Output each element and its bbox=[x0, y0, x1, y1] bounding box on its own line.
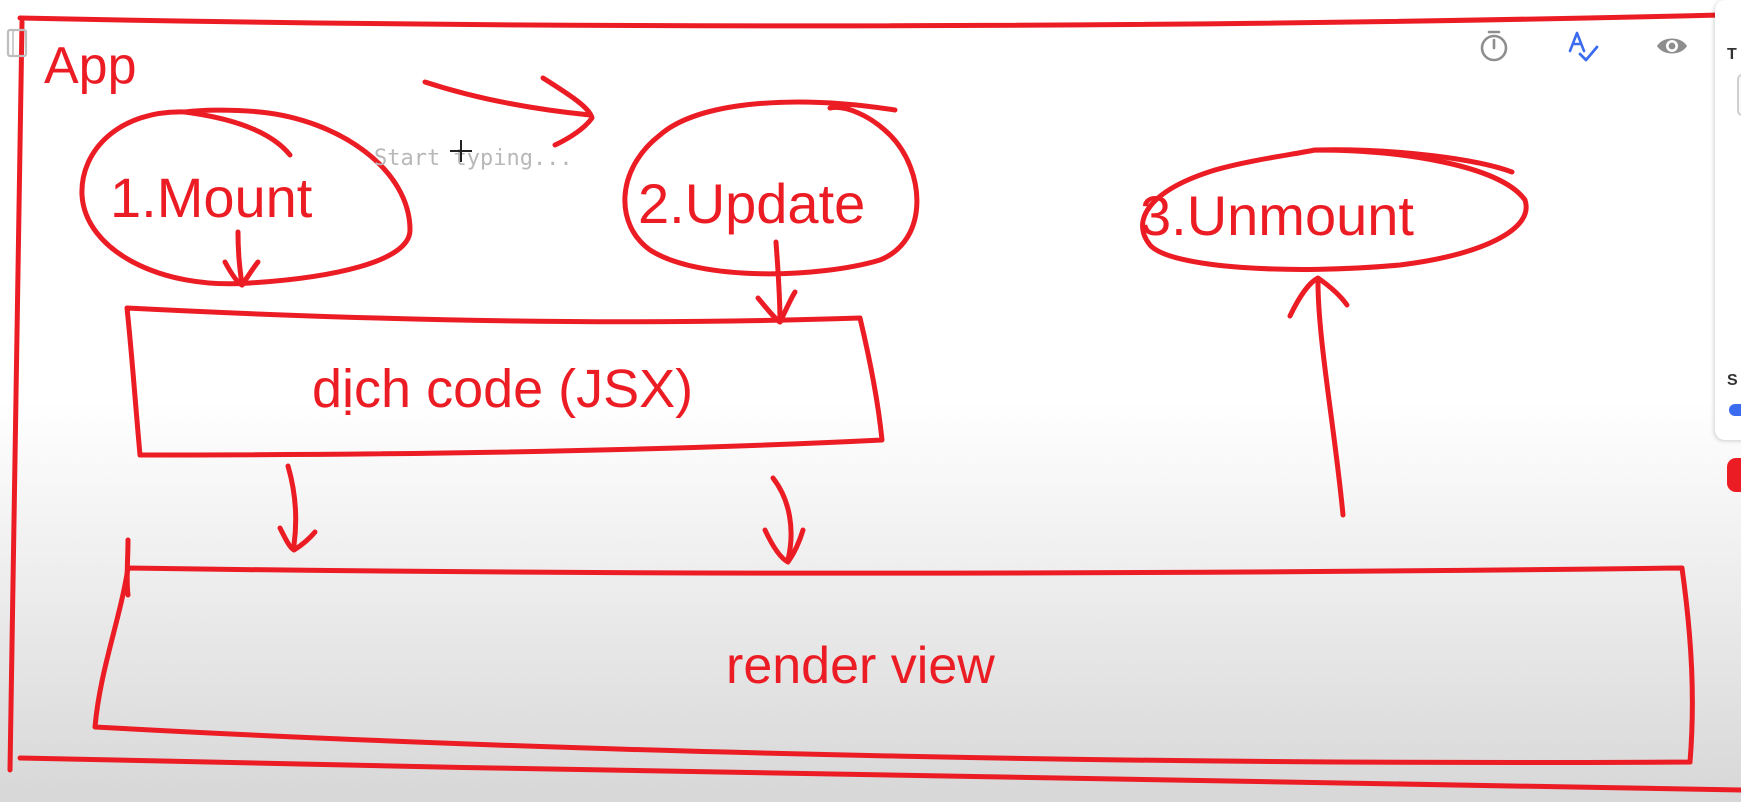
app-frame-stroke bbox=[17, 12, 1723, 29]
jsx-to-render-arrow-right-head bbox=[762, 527, 806, 565]
side-panel-slider[interactable] bbox=[1729, 404, 1741, 416]
unmount-label: 3.Unmount bbox=[1140, 184, 1414, 247]
jsx-box bbox=[124, 305, 885, 458]
unmount-ellipse-tail bbox=[1312, 147, 1515, 175]
render-view-label: render view bbox=[726, 637, 995, 695]
timer-button[interactable] bbox=[1470, 22, 1518, 70]
page-icon[interactable] bbox=[6, 28, 28, 58]
update-ellipse bbox=[622, 99, 920, 277]
render-view-box-edge bbox=[124, 537, 131, 598]
mount-to-jsx-arrow-head bbox=[222, 259, 261, 288]
eye-icon bbox=[1657, 38, 1687, 54]
mount-to-jsx-arrow bbox=[235, 229, 245, 288]
app-label: App bbox=[44, 37, 137, 95]
app-frame-stroke bbox=[17, 755, 1741, 793]
app-frame-stroke bbox=[7, 19, 25, 773]
update-label: 2.Update bbox=[638, 172, 866, 235]
transition-arrow-head bbox=[540, 75, 595, 148]
jsx-to-render-arrow-right bbox=[770, 475, 794, 563]
side-panel-tab[interactable] bbox=[1727, 458, 1741, 492]
mount-ellipse-tail bbox=[182, 109, 293, 158]
render-view-box bbox=[92, 565, 1695, 766]
unmount-ellipse bbox=[1140, 147, 1529, 272]
side-panel-label-top: T bbox=[1727, 46, 1737, 63]
side-panel-label-bottom: S bbox=[1727, 372, 1738, 389]
top-toolbar bbox=[1470, 22, 1710, 70]
jsx-to-render-arrow-left-head bbox=[277, 525, 318, 553]
spellcheck-icon bbox=[1568, 31, 1599, 62]
render-to-unmount-arrow-head bbox=[1287, 275, 1350, 319]
render-to-unmount-arrow bbox=[1315, 279, 1346, 518]
preview-button[interactable] bbox=[1648, 22, 1696, 70]
transition-arrow bbox=[422, 79, 593, 118]
mount-ellipse bbox=[79, 107, 413, 287]
jsx-box-label: dịch code (JSX) bbox=[312, 359, 694, 419]
text-input[interactable] bbox=[374, 146, 654, 171]
timer-icon bbox=[1480, 30, 1508, 62]
spellcheck-button[interactable] bbox=[1559, 22, 1607, 70]
update-to-jsx-arrow bbox=[773, 239, 783, 325]
mount-label: 1.Mount bbox=[110, 166, 313, 229]
side-panel-field[interactable] bbox=[1737, 74, 1741, 116]
jsx-to-render-arrow-left bbox=[285, 463, 299, 548]
side-panel: T S bbox=[1715, 0, 1741, 440]
